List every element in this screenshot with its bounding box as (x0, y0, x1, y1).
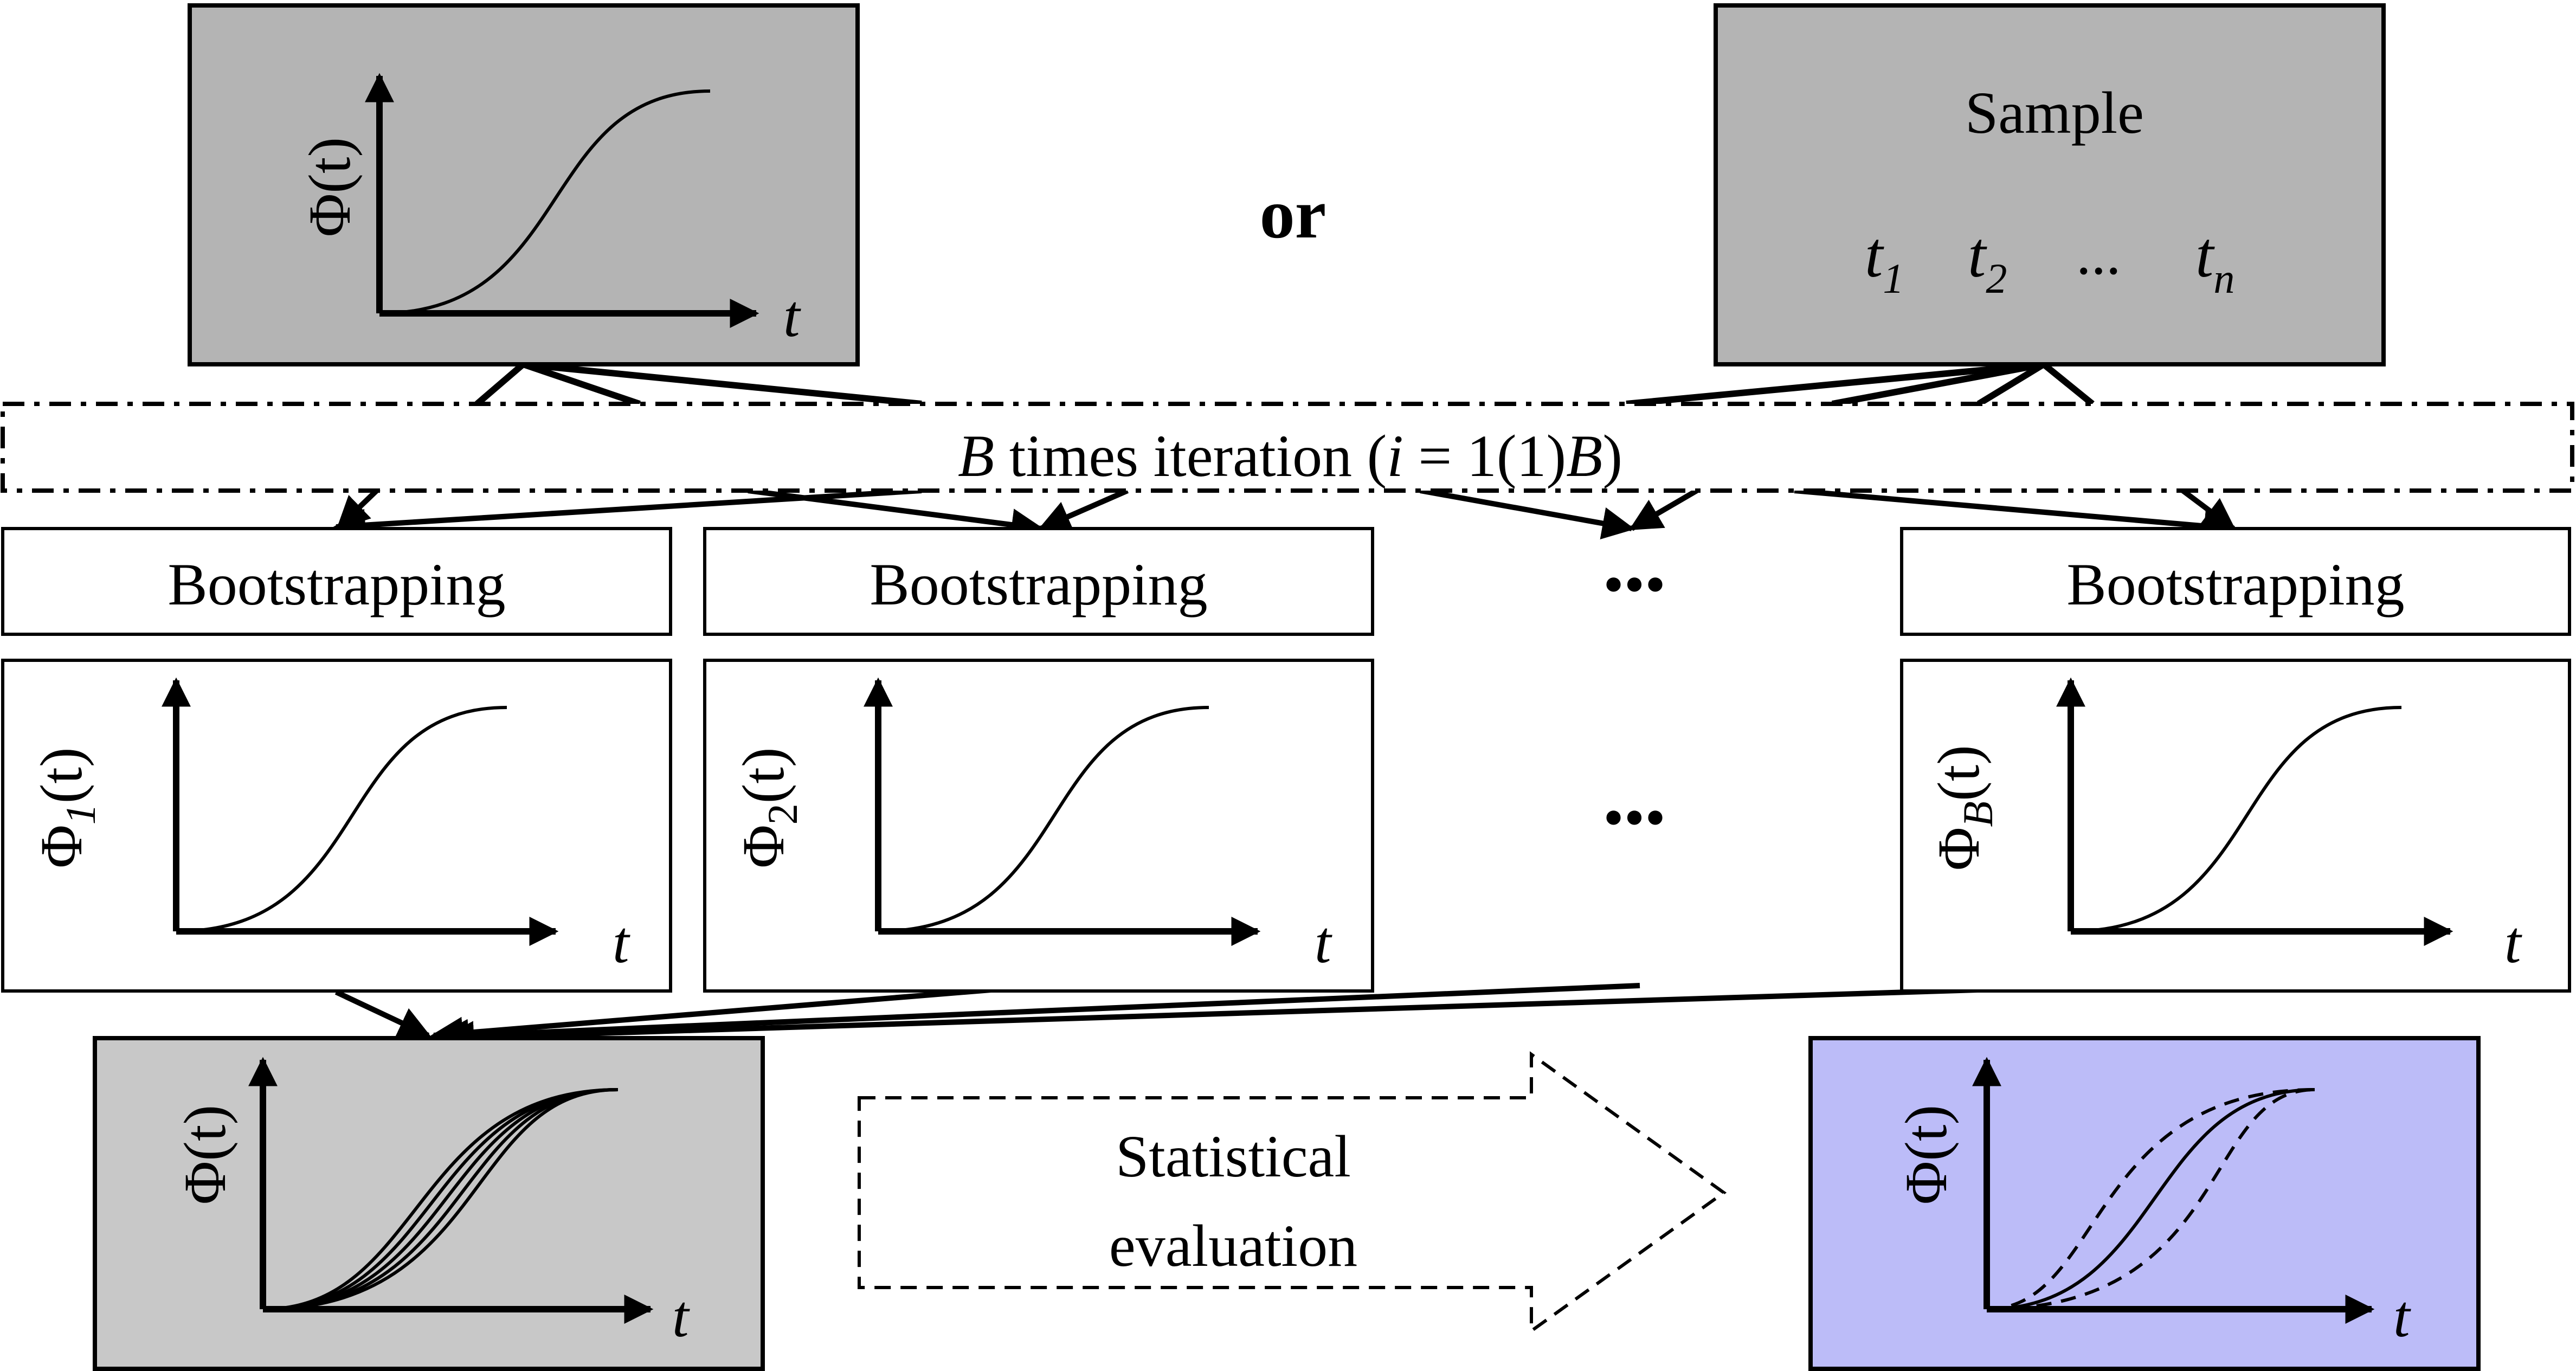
y-axis-label-phi-tilde: Φ(t) (1893, 1105, 1959, 1205)
or-label: or (1260, 175, 1326, 253)
evaluation-label: evaluation (1109, 1213, 1357, 1279)
statistical-label: Statistical (1116, 1123, 1351, 1189)
y-axis-label-phi1: Φ1(t) (28, 747, 104, 868)
statistical-evaluation-arrow: Statistical evaluation (858, 1051, 1727, 1334)
upper-bound-curve (1986, 1088, 2315, 1311)
sample-box: Sample t1 t2 ... tn (1714, 3, 2386, 366)
sample-tn: tn (2195, 218, 2234, 302)
axis-label-t: t (2393, 1283, 2411, 1349)
bootstrap-plot-1: t Φ1(t) (1, 659, 672, 993)
ellipsis-dots: ••• (1603, 551, 1666, 617)
bootstrapping-label: Bootstrapping (870, 551, 1207, 617)
ellipsis-dots: ••• (1603, 784, 1666, 851)
iteration-label: B times iteration (i = 1(1)B) (958, 423, 1622, 489)
top-connectors (475, 361, 2095, 407)
y-axis-label-phiB: ΦB(t) (1925, 745, 2001, 871)
sample-title: Sample (1965, 80, 2144, 146)
iteration-arrows (333, 486, 2237, 543)
iteration-band: B times iteration (i = 1(1)B) (1, 402, 2574, 493)
axis-label-t: t (672, 1283, 690, 1349)
lower-bound-curve (1986, 1088, 2315, 1311)
bootstrapping-label: Bootstrapping (168, 551, 505, 617)
bootstrapping-label: Bootstrapping (2066, 551, 2404, 617)
axis-label-t: t (1315, 909, 1332, 975)
y-axis-label-phi: Φ(t) (297, 137, 363, 237)
y-axis-label-phi-tilde: Φ(t) (172, 1105, 238, 1205)
bottom-connectors (334, 983, 1995, 1054)
bootstrapping-box-1: Bootstrapping (1, 527, 672, 636)
distribution-function-box: t Φ(t) (188, 3, 860, 366)
sample-t1: t1 (1865, 218, 1904, 302)
bootstrapping-box-2: Bootstrapping (703, 527, 1374, 636)
sample-ellipsis: ... (2076, 221, 2121, 287)
aggregated-bootstrap-box: t Φ(t) (93, 1036, 765, 1371)
axis-label-t: t (613, 909, 630, 975)
bootstrap-plot-B: t ΦB(t) (1900, 659, 2571, 993)
evaluated-result-box: t Φ(t) (1808, 1036, 2481, 1371)
y-axis-label-phi2: Φ2(t) (730, 747, 806, 868)
axis-label-t: t (783, 283, 801, 349)
bootstrap-plot-2: t Φ2(t) (703, 659, 1374, 993)
bootstrap-curves (262, 1088, 619, 1311)
axis-label-t: t (2504, 909, 2522, 975)
bootstrapping-box-B: Bootstrapping (1900, 527, 2571, 636)
sample-t2: t2 (1968, 218, 2007, 302)
mean-curve (1986, 1088, 2315, 1311)
